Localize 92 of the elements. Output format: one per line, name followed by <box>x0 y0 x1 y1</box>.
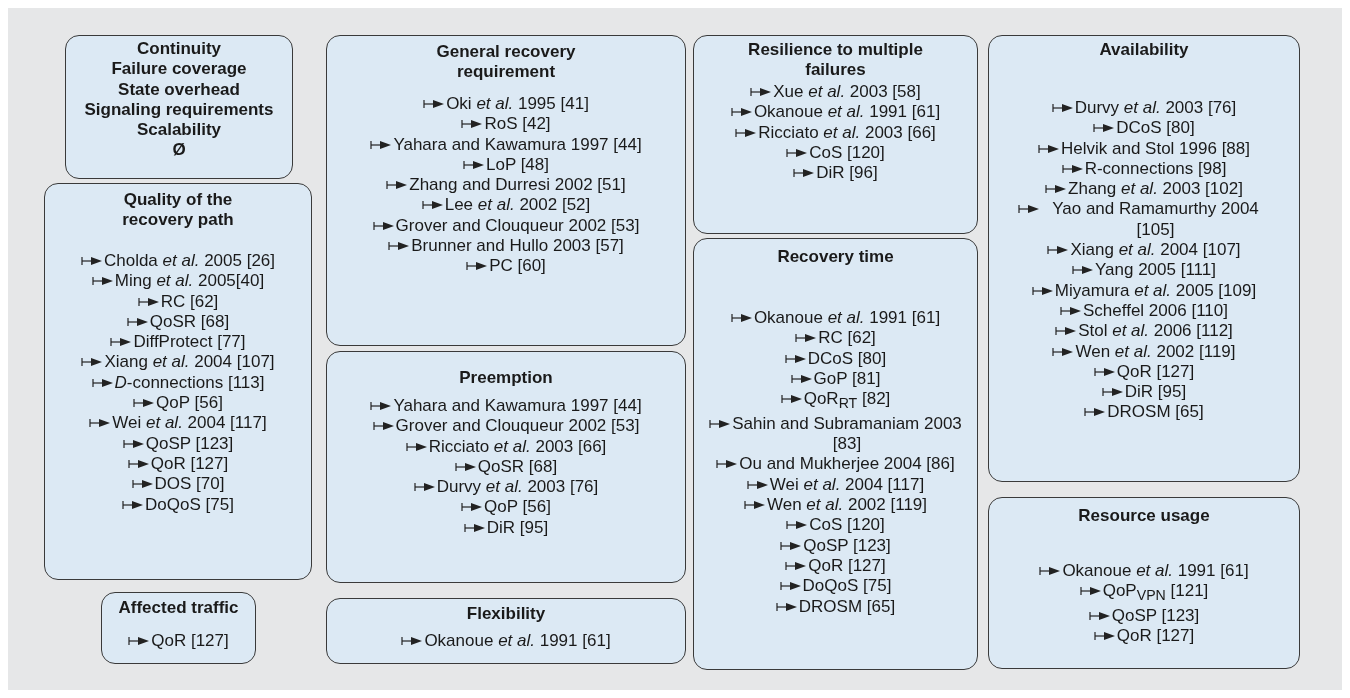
reference-entry: QoP [56] <box>484 497 551 518</box>
reference-entry: Sahin and Subramaniam 2003 [83] <box>732 413 962 455</box>
reference-entry: Durvy et al. 2003 [76] <box>1074 98 1237 119</box>
reference-entry: Lee et al. 2002 [52] <box>444 195 591 216</box>
criterion-name: State overhead <box>118 79 240 100</box>
reference-entry: GoP [81] <box>813 368 881 390</box>
reference-entry: Yang 2005 [111] <box>1095 260 1216 281</box>
reference-entry: Stol et al. 2006 [112] <box>1078 321 1233 342</box>
reference-entry: RC [62] <box>160 291 219 312</box>
reference-entry: Ricciato et al. 2003 [66] <box>758 122 936 143</box>
reference-entry: DiR [95] <box>1124 382 1187 403</box>
category-box <box>693 35 978 234</box>
reference-entry: DiffProtect [77] <box>133 332 246 353</box>
reference-entry: Xiang et al. 2004 [107] <box>1070 240 1241 261</box>
reference-entry: DCoS [80] <box>1116 118 1195 139</box>
criterion-name: Signaling requirements <box>84 99 274 121</box>
reference-entry: DoQoS [75] <box>145 494 234 515</box>
category-heading: Quality of the recovery path <box>121 190 235 230</box>
reference-entry: Xiang et al. 2004 [107] <box>104 352 275 373</box>
reference-entry: Brunner and Hullo 2003 [57] <box>411 236 624 257</box>
reference-entry: Grover and Clouqueur 2002 [53] <box>395 416 640 437</box>
reference-entry: Okanoue et al. 1991 [61] <box>424 631 611 652</box>
reference-entry: QoR [127] <box>151 631 229 652</box>
reference-entry: Cholda et al. 2005 [26] <box>103 251 276 272</box>
reference-entry: Wei et al. 2004 [117] <box>769 474 925 496</box>
reference-entry: Grover and Clouqueur 2002 [53] <box>395 215 640 237</box>
reference-entry: Zhang et al. 2003 [102] <box>1068 179 1243 200</box>
reference-entry: QoSP [123] <box>803 535 891 556</box>
reference-entry: QoR [127] <box>808 555 886 577</box>
reference-entry: QoR [127] <box>150 453 229 475</box>
reference-entry: R-connections [98] <box>1084 158 1227 180</box>
reference-entry: QoSP [123] <box>1111 606 1200 627</box>
reference-entry: QoR$_{RT}$ [82] <box>803 389 891 414</box>
reference-entry: Wen et al. 2002 [119] <box>1075 341 1236 362</box>
reference-entry: Durvy et al. 2003 [76] <box>436 477 599 498</box>
reference-entry: Okanoue et al. 1991 [61] <box>753 102 941 123</box>
reference-entry: Okanoue et al. 1991 [61] <box>1062 561 1249 582</box>
reference-entry: DROSM [65] <box>798 596 896 617</box>
reference-entry: DoQoS [75] <box>802 576 892 597</box>
category-heading: Recovery time <box>777 247 894 267</box>
category-box <box>101 592 256 664</box>
criterion-name: Ø <box>172 140 186 161</box>
category-box <box>988 35 1300 482</box>
reference-entry: Miyamura et al. 2005 [109] <box>1054 280 1257 301</box>
reference-entry: Oki et al. 1995 [41] <box>446 94 589 115</box>
reference-entry: QoP$_{VPN}$ [121] <box>1102 581 1209 606</box>
reference-entry: Wen et al. 2002 [119] <box>766 495 928 516</box>
category-heading: Affected traffic <box>118 598 239 618</box>
category-heading: Availability <box>1099 40 1189 60</box>
reference-entry: Ming et al. 2005[40] <box>114 271 265 292</box>
reference-entry: D-connections [113] <box>114 372 265 394</box>
category-box <box>326 351 686 583</box>
reference-entry: Zhang and Durresi 2002 [51] <box>409 175 626 196</box>
category-heading: Resource usage <box>1078 506 1210 526</box>
reference-entry: DROSM [65] <box>1107 402 1204 423</box>
category-box <box>326 35 686 346</box>
reference-entry: QoR [127] <box>1116 361 1195 383</box>
category-heading: General recovery requirement <box>435 42 577 82</box>
reference-entry: QoSP [123] <box>145 433 234 454</box>
reference-entry: Xue et al. 2003 [58] <box>773 82 921 103</box>
category-box <box>988 497 1300 669</box>
reference-entry: QoSR [68] <box>477 456 558 478</box>
reference-entry: PC [60] <box>489 256 546 277</box>
category-heading: Preemption <box>459 368 553 388</box>
category-box <box>326 598 686 664</box>
reference-entry: QoR [127] <box>1116 626 1195 647</box>
reference-entry: QoP [56] <box>156 393 223 414</box>
reference-entry: Scheffel 2006 [110] <box>1083 300 1228 322</box>
reference-entry: Yahara and Kawamura 1997 [44] <box>393 396 642 417</box>
category-heading: Flexibility <box>466 604 546 624</box>
reference-entry: RC [62] <box>818 328 876 349</box>
reference-entry: DiR [96] <box>816 163 878 184</box>
reference-entry: LoP [48] <box>486 154 549 176</box>
reference-entry: Okanoue et al. 1991 [61] <box>753 308 941 329</box>
reference-entry: Helvik and Stol 1996 [88] <box>1061 138 1250 159</box>
reference-entry: DiR [95] <box>486 517 549 539</box>
reference-entry: Wei et al. 2004 [117] <box>112 413 267 434</box>
reference-entry: QoSR [68] <box>149 311 230 333</box>
reference-entry: DOS [70] <box>154 474 225 495</box>
criterion-name: Continuity <box>136 39 221 60</box>
reference-entry: Ou and Mukherjee 2004 [86] <box>739 454 955 475</box>
category-box <box>65 35 293 179</box>
criterion-name: Failure coverage <box>111 59 247 80</box>
reference-entry: RoS [42] <box>484 114 551 135</box>
reference-entry: DCoS [80] <box>807 348 887 369</box>
reference-entry: CoS [120] <box>809 142 885 164</box>
category-box <box>44 183 312 580</box>
reference-entry: Yahara and Kawamura 1997 [44] <box>393 134 642 155</box>
category-box <box>693 238 978 670</box>
reference-entry: CoS [120] <box>809 515 885 536</box>
criterion-name: Scalability <box>136 120 222 141</box>
reference-entry: Ricciato et al. 2003 [66] <box>428 436 607 457</box>
